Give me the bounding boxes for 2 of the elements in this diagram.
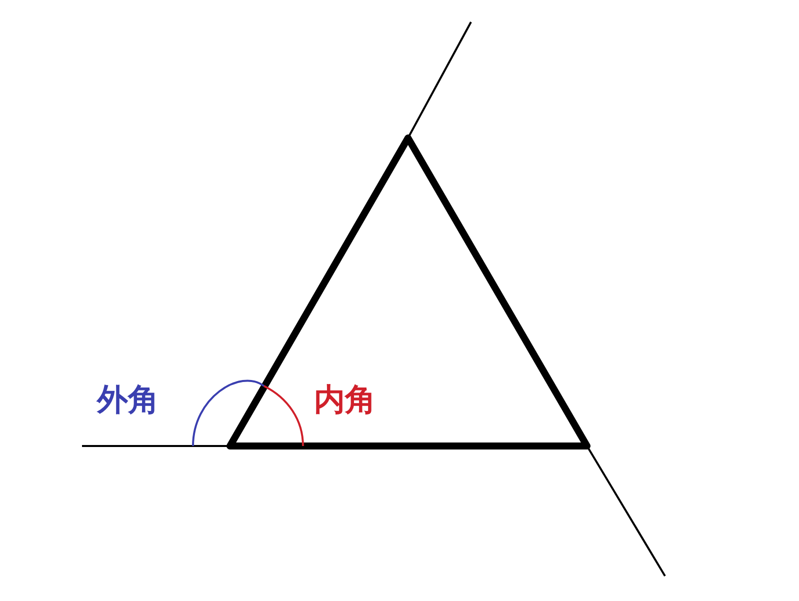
interior-angle-label: 内角 [314, 382, 376, 418]
exterior-angle-label: 外角 [97, 382, 159, 418]
